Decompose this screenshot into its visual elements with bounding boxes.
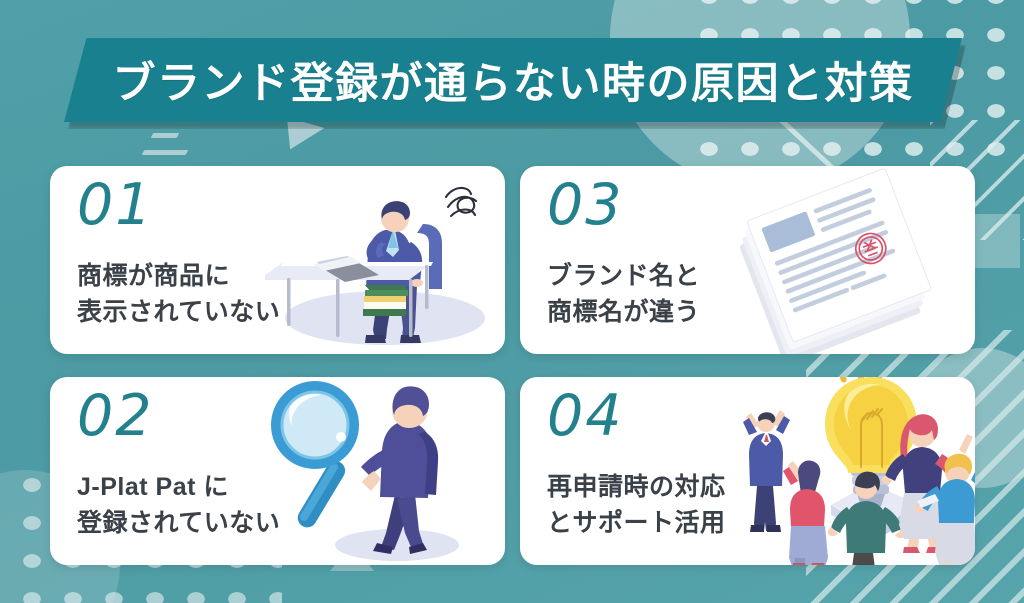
card-number: 02 <box>77 383 154 449</box>
banner-parallelogram: ブランド登録が通らない時の原因と対策 <box>64 38 962 122</box>
card-label: 再申請時の対応 とサポート活用 <box>547 473 726 538</box>
info-card-04[interactable]: 04 再申請時の対応 とサポート活用 <box>520 377 975 565</box>
stacked-documents-with-stamp-icon <box>739 168 932 354</box>
info-card-01[interactable]: 01 商標が商品に 表示されていない <box>50 166 505 354</box>
lightbulb-with-celebrating-people-icon <box>743 377 975 565</box>
title-banner: ブランド登録が通らない時の原因と対策 <box>64 38 966 129</box>
card-label: ブランド名と 商標名が違う <box>547 262 701 327</box>
card-number: 03 <box>547 172 624 238</box>
card-label: J-Plat Pat に 登録されていない <box>77 473 281 538</box>
page-title: ブランド登録が通らない時の原因と対策 <box>112 60 914 108</box>
decorative-square-icon <box>966 214 1020 268</box>
chevron-mark-icon <box>150 133 180 138</box>
info-card-03[interactable]: 03 ブランド名と 商標名が違う <box>520 166 975 354</box>
card-number: 01 <box>77 172 154 238</box>
chevron-mark-icon <box>141 150 189 155</box>
businessman-confused-at-desk-icon <box>265 186 485 345</box>
man-with-magnifying-glass-icon <box>271 381 459 561</box>
card-label: 商標が商品に 表示されていない <box>77 262 281 327</box>
card-number: 04 <box>547 383 624 449</box>
info-card-02[interactable]: 02 J-Plat Pat に 登録されていない <box>50 377 505 565</box>
